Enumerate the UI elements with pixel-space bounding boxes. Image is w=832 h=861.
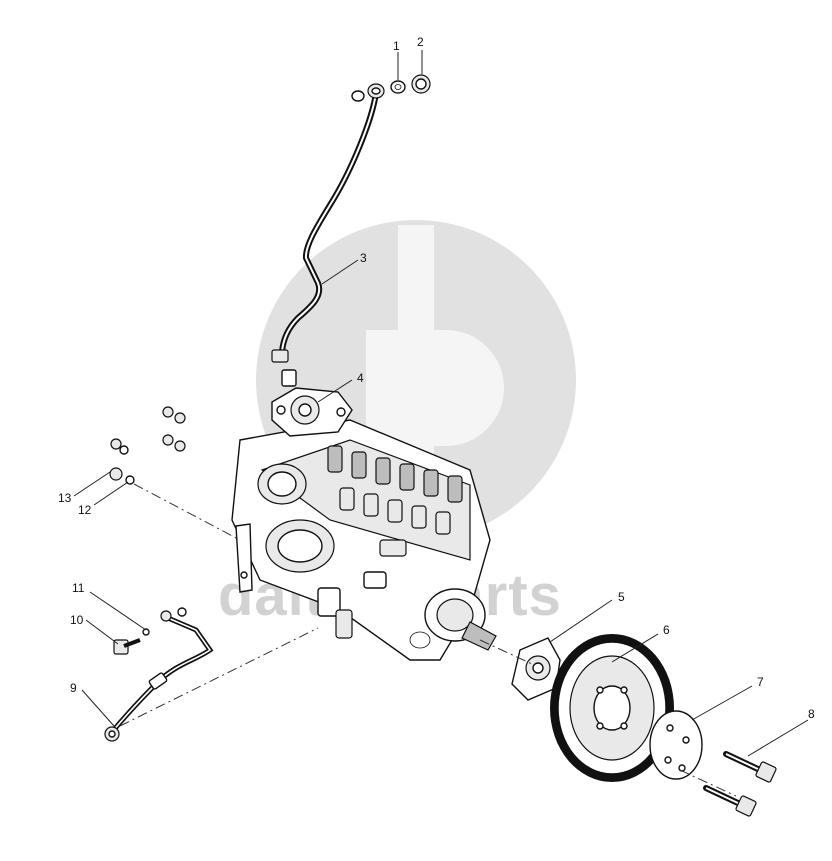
callout-2: 2 — [417, 35, 424, 49]
leader-lines — [73, 50, 809, 757]
callout-labels: 1 2 3 4 5 6 7 8 9 10 11 12 13 — [58, 35, 815, 721]
callout-4: 4 — [357, 371, 364, 385]
bolts — [703, 751, 777, 817]
injection-pump-body — [231, 387, 497, 661]
callout-8: 8 — [808, 707, 815, 721]
drive-gear — [550, 634, 674, 782]
nuts-and-washers — [109, 406, 186, 485]
callout-9: 9 — [70, 681, 77, 695]
callout-1: 1 — [393, 39, 400, 53]
alignment-lines — [119, 483, 737, 797]
callout-5: 5 — [618, 590, 625, 604]
callout-13: 13 — [58, 491, 72, 505]
callout-3: 3 — [360, 251, 367, 265]
return-pipe-assembly — [104, 607, 214, 742]
callout-10: 10 — [70, 613, 84, 627]
callout-12: 12 — [78, 503, 92, 517]
fuel-pipe-assembly — [271, 74, 431, 387]
callout-6: 6 — [663, 623, 670, 637]
retaining-plate — [649, 710, 703, 780]
callout-11: 11 — [72, 581, 85, 595]
callout-7: 7 — [757, 675, 764, 689]
delivery-valves — [327, 445, 463, 535]
drive-hub — [511, 637, 561, 701]
